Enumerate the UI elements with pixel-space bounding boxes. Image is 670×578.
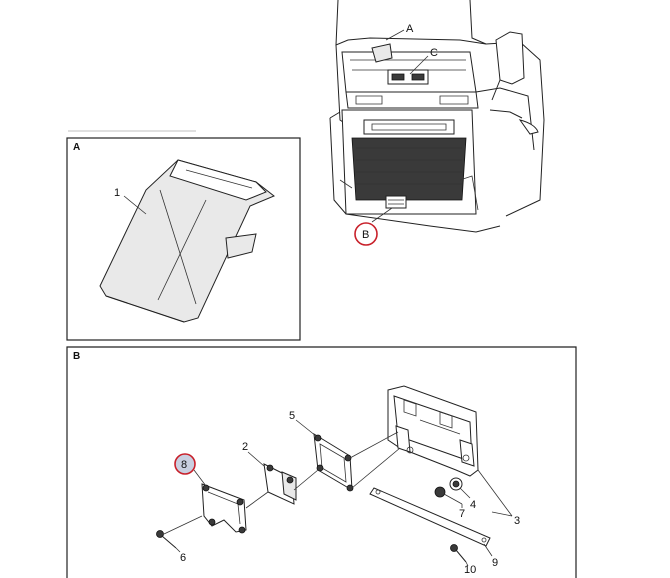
part-1-deflector-cover [99, 159, 275, 323]
leader-1 [123, 195, 147, 215]
part-9-strap [369, 487, 491, 547]
part-10-screw [450, 544, 467, 563]
part-label-10: 10 [464, 564, 476, 576]
part-8-highlight-ring [174, 453, 196, 475]
part-7-bolt [434, 486, 463, 505]
callout-b: B [362, 229, 369, 241]
part-8-left-bracket [201, 483, 247, 534]
part-label-7: 7 [459, 508, 465, 520]
part-5-frame-bracket [313, 433, 354, 492]
part-label-9: 9 [492, 557, 498, 569]
part-2-small-bracket [263, 463, 297, 505]
detail-panel-a [66, 137, 301, 341]
callout-a: A [406, 23, 414, 35]
part-label-4: 4 [470, 499, 476, 511]
part-4-nut [449, 477, 463, 491]
part-label-8: 8 [181, 459, 187, 471]
part-label-2: 2 [242, 441, 248, 453]
detail-panel-b [66, 346, 577, 578]
part-label-3: 3 [514, 515, 520, 527]
part-3-mounting-plate [387, 385, 479, 477]
part-label-1: 1 [114, 187, 120, 199]
callout-c: C [430, 47, 438, 59]
part-label-6: 6 [180, 552, 186, 564]
detail-a-label: A [73, 142, 80, 153]
part-6-screw [156, 530, 177, 549]
part-label-5: 5 [289, 410, 295, 422]
callout-b-highlight-ring [354, 222, 378, 246]
detail-b-label: B [73, 351, 80, 362]
truck-cab-illustration [329, 0, 545, 233]
